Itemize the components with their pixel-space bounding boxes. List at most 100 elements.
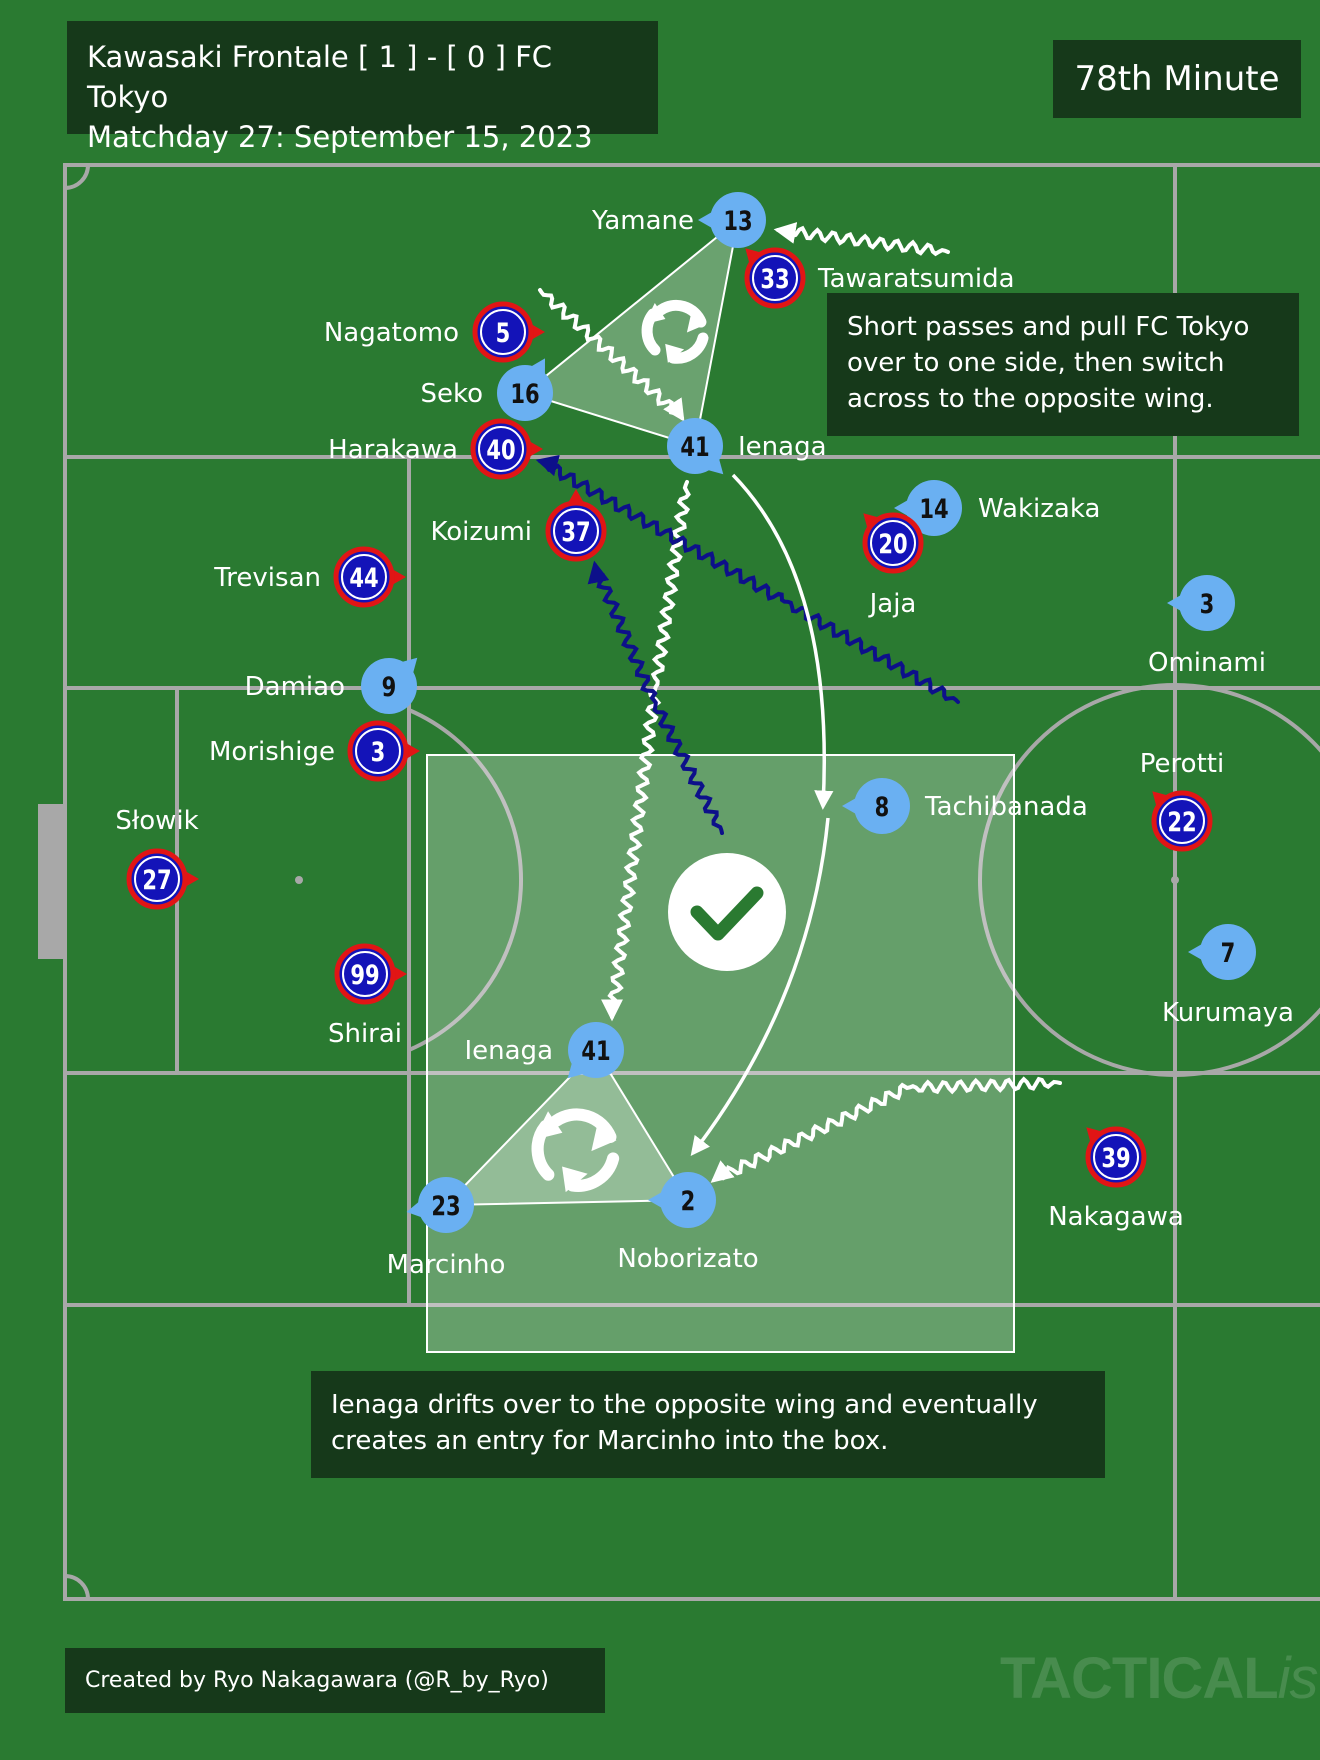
player-name: Seko (420, 379, 483, 409)
player-marker (1200, 924, 1256, 980)
recycle-icon (531, 1108, 620, 1193)
player-name: Trevisan (213, 563, 321, 593)
facing-pointer (529, 441, 543, 457)
facing-pointer (707, 458, 724, 475)
player-marker-inner-ring (553, 508, 599, 554)
run-ienaga-inward-arrow (538, 288, 685, 422)
player-number: 23 (431, 1190, 460, 1221)
player-number: 41 (680, 431, 709, 462)
player-marker (710, 192, 766, 248)
player-marker (361, 658, 417, 714)
player-number: 16 (510, 378, 539, 409)
player-marker (667, 418, 723, 474)
player-marker-inner-ring (480, 309, 526, 355)
facing-pointer (648, 1192, 662, 1208)
run-jaja-arrow (535, 454, 960, 704)
player-marker (660, 1172, 716, 1228)
player-name: Kurumaya (1162, 998, 1294, 1028)
watermark-logo: TACTICALista (1000, 1646, 1320, 1711)
player-name: Shirai (328, 1019, 402, 1049)
facing-pointer (894, 500, 908, 516)
facing-pointer (1188, 944, 1202, 960)
player-number: 14 (919, 493, 948, 524)
recycle-icon (641, 299, 709, 364)
centre-spot (1171, 876, 1179, 884)
player-number: 99 (350, 959, 379, 990)
player-number: 20 (878, 528, 907, 559)
player-marker-inner-ring (341, 554, 387, 600)
player-marker (334, 943, 396, 1005)
player-marker-inner-ring (1159, 798, 1205, 844)
player-marker (1179, 575, 1235, 631)
facing-pointer (568, 489, 584, 503)
player-number: 44 (349, 562, 378, 593)
player-number: 41 (581, 1035, 610, 1066)
player-name: Wakizaka (978, 494, 1100, 524)
pass-arrow-to-tachibanada (731, 473, 834, 810)
facing-pointer (185, 871, 199, 887)
kawasaki-player-ienaga-top: 41 Ienaga (667, 418, 827, 475)
player-name: Perotti (1140, 749, 1224, 779)
player-marker (862, 512, 924, 574)
player-number: 2 (681, 1185, 696, 1216)
player-number: 39 (1101, 1142, 1130, 1173)
goal (38, 804, 65, 959)
pass-arrow-to-noborizato (690, 817, 830, 1157)
player-number: 22 (1167, 806, 1196, 837)
player-number: 33 (760, 263, 789, 294)
run-nakagawa-arrow (710, 1076, 1062, 1183)
run-koizumi-arrow (587, 560, 724, 835)
player-marker-inner-ring (870, 520, 916, 566)
checkmark-icon (668, 853, 786, 971)
player-name: Ienaga (464, 1036, 553, 1066)
player-name: Tachibanada (924, 792, 1088, 822)
player-marker-inner-ring (134, 856, 180, 902)
facing-pointer (406, 1201, 422, 1218)
player-name: Ienaga (738, 432, 827, 462)
player-marker (906, 480, 962, 536)
player-number: 40 (486, 434, 515, 465)
facing-pointer (698, 212, 712, 228)
facing-pointer (393, 966, 407, 982)
facing-pointer (401, 657, 418, 674)
facing-pointer (1167, 595, 1181, 611)
player-name: Koizumi (430, 517, 532, 547)
player-name: Ominami (1148, 648, 1266, 678)
player-name: Nagatomo (324, 318, 459, 348)
player-marker (545, 500, 607, 562)
player-marker (744, 247, 806, 309)
facing-pointer (1152, 791, 1168, 807)
player-marker (347, 720, 409, 782)
tokyo-player-trevisan: 44 Trevisan (213, 546, 406, 608)
player-marker (472, 301, 534, 363)
facing-pointer (392, 569, 406, 585)
player-marker (497, 365, 553, 421)
centre-circle (978, 683, 1320, 1077)
match-date-line: Matchday 27: September 15, 2023 (87, 120, 593, 154)
player-marker-inner-ring (1093, 1134, 1139, 1180)
corner-arc-top (64, 164, 90, 190)
player-name: Jaja (868, 589, 917, 619)
facing-pointer (1086, 1127, 1102, 1143)
player-name: Yamane (591, 206, 694, 236)
kawasaki-player-ienaga-bottom: 41 Ienaga (464, 1022, 624, 1079)
credit: Created by Ryo Nakagawara (@R_by_Ryo) (65, 1648, 605, 1713)
passing-triangle-bottom (443, 1048, 690, 1207)
penalty-arc (408, 708, 523, 1052)
tokyo-player-perotti: 22 Perotti (1140, 749, 1224, 852)
player-marker (854, 778, 910, 834)
movement-arrows (535, 222, 1062, 1183)
player-number: 37 (561, 516, 590, 547)
